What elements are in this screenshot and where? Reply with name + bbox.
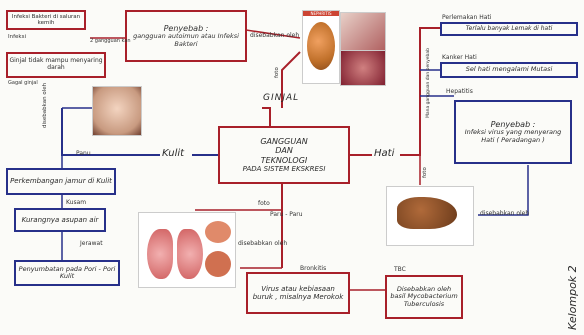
paru-bronkitis-box: Virus atau kebiasaan buruk , misalnya Me… [246, 272, 350, 314]
kulit-box-3: Penyumbatan pada Pori - Pori Kulit [14, 260, 120, 286]
kulit-box-2-text: Kurangnya asupan air [22, 216, 99, 224]
hati-perlemakan-text: Terlalu banyak Lemak di hati [466, 26, 553, 33]
ginjal-label: GINJAL [263, 93, 299, 103]
paru-disebabkan-label: disebabkan oleh [238, 240, 287, 247]
hati-perlemakan-box: Terlalu banyak Lemak di hati [440, 22, 578, 36]
hati-penyebab-text: Infeksi virus yang menyerang Hati ( Pera… [456, 129, 570, 144]
kidney-photo-2 [340, 12, 386, 52]
ginjal-foto-label: foto [274, 67, 280, 78]
ginjal-left-box-2-text: Ginjal tidak mampu menyaring darah [8, 58, 104, 72]
ginjal-penyebab-text: gangguan autoimun atau Infeksi Bakteri [127, 33, 245, 48]
center-line-4: PADA SISTEM EKSKRESI [243, 165, 326, 173]
paru-foto-label: foto [258, 200, 270, 207]
kulit-box-1: Perkembangan jamur di Kulit [6, 168, 116, 195]
kulit-jerawat-label: Jerawat [80, 240, 103, 247]
kulit-panu-label: Panu [76, 150, 91, 157]
kulit-box-2: Kurangnya asupan air [14, 208, 106, 232]
kidney-photo-caption: NEPHRITIS [303, 11, 339, 16]
center-topic: GANGGUAN DAN TEKNOLOGI PADA SISTEM EKSKR… [218, 126, 350, 184]
lung-left-icon [147, 229, 173, 279]
lungs-photo [138, 212, 236, 288]
center-line-3: TEKNOLOGI [261, 156, 308, 165]
hati-vertical-connector: Mana gangguan dan penyebab [426, 48, 431, 118]
ginjal-disebabkan-label: disebabkan oleh [250, 32, 299, 39]
lung-right-icon [177, 229, 203, 279]
paru-tbc-text: Disebabkan oleh basil Mycobacterium Tube… [387, 286, 461, 308]
hati-kanker-label: Kanker Hati [442, 54, 477, 61]
ginjal-left-note: Gagal ginjal [8, 80, 38, 86]
liver-icon [397, 197, 457, 229]
lung-detail-icon [205, 221, 231, 243]
ginjal-left-box-1: Infeksi Bakteri di saluran kemih [6, 10, 86, 30]
hati-hepatitis-label: Hepatitis [446, 88, 473, 95]
kulit-box-1-text: Perkembangan jamur di Kulit [10, 177, 112, 185]
kidney-photo-3 [340, 50, 386, 86]
center-line-2: DAN [275, 146, 293, 155]
kidney-icon [307, 22, 335, 70]
face-photo [92, 86, 142, 136]
hati-kanker-box: Sel hati mengalami Mutasi [440, 62, 578, 78]
hati-perlemakan-label: Perlemakan Hati [442, 14, 491, 21]
kidney-photo: NEPHRITIS [302, 10, 340, 84]
ginjal-left-box-1-text: Infeksi Bakteri di saluran kemih [8, 14, 84, 27]
ginjal-left-box-2: Ginjal tidak mampu menyaring darah [6, 52, 106, 78]
group-label: Kelompok 2 [566, 265, 579, 330]
ginjal-left-box-1b: Infeksi [8, 34, 26, 40]
hati-disebabkan-label: disebabkan oleh [480, 210, 529, 217]
hati-foto-label: foto [422, 167, 428, 178]
paru-label: Paru - Paru [270, 211, 303, 218]
hati-penyebab-box: Penyebab : Infeksi virus yang menyerang … [454, 100, 572, 164]
paru-bronkitis-label: Bronkitis [300, 265, 326, 272]
kulit-disebabkan-label: disebabkan oleh [42, 83, 48, 128]
paru-bronkitis-text: Virus atau kebiasaan buruk , misalnya Me… [248, 285, 348, 301]
kulit-kusam-label: Kusam [66, 199, 86, 206]
ginjal-connector-2: 2 gangguan kan [90, 38, 131, 44]
kulit-label: Kulit [162, 148, 184, 159]
center-line-1: GANGGUAN [260, 137, 307, 146]
liver-photo [386, 186, 474, 246]
kulit-box-3-text: Penyumbatan pada Pori - Pori Kulit [16, 266, 118, 281]
hati-label: Hati [374, 148, 394, 159]
hati-kanker-text: Sel hati mengalami Mutasi [466, 66, 553, 73]
paru-tbc-label: TBC [394, 266, 406, 273]
paru-tbc-box: Disebabkan oleh basil Mycobacterium Tube… [385, 275, 463, 319]
ginjal-penyebab-box: Penyebab : gangguan autoimun atau Infeks… [125, 10, 247, 62]
lung-detail-icon-2 [205, 251, 231, 277]
